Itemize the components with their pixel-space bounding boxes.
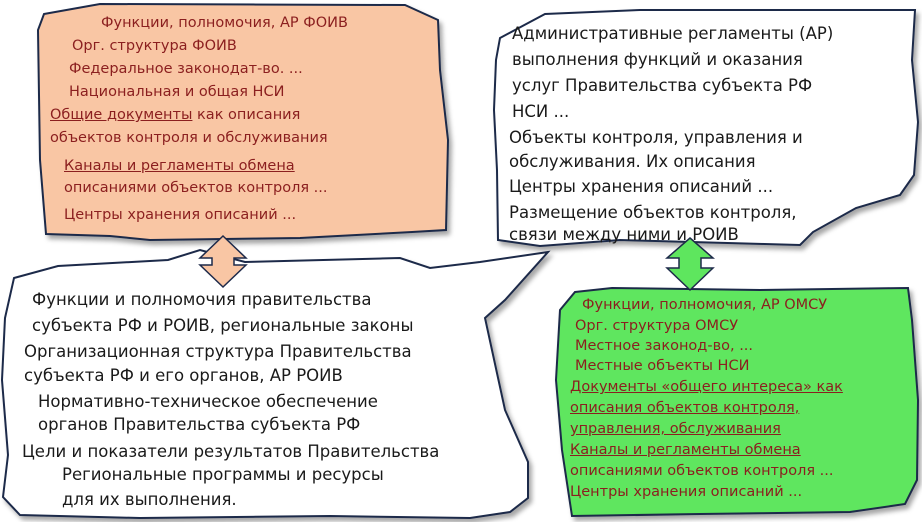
municipal-line: Функции, полномочия, АР ОМСУ (582, 297, 828, 313)
ar-line: Центры хранения описаний ... (509, 177, 774, 196)
municipal-underlined-line: Документы «общего интереса» как (570, 379, 843, 395)
federal-panel-shape (36, 2, 450, 242)
double-arrow-ar-municipal (664, 237, 716, 292)
regional-line: для их выполнения. (62, 490, 237, 509)
federal-line: Национальная и общая НСИ (69, 84, 285, 100)
regional-line: субъекта РФ и РОИВ, региональные законы (32, 316, 414, 335)
municipal-panel-shape (554, 286, 920, 518)
regional-line: Функции и полномочия правительства (32, 290, 372, 309)
federal-line: Общие документы как описания (50, 107, 301, 123)
regional-line: Нормативно-техническое обеспечение (38, 392, 378, 411)
municipal-underlined-line: управления, обслуживания (570, 421, 781, 437)
regional-line: Цели и показатели результатов Правительс… (22, 442, 440, 461)
federal-underlined-line: Каналы и регламенты обмена (64, 158, 295, 174)
federal-line: Центры хранения описаний ... (64, 207, 297, 223)
regional-line: Региональные программы и ресурсы (62, 465, 384, 484)
ar-line: выполнения функций и оказания (512, 50, 803, 69)
federal-line: объектов контроля и обслуживания (50, 130, 328, 146)
municipal-line: Местное законод-во, ... (575, 338, 754, 354)
municipal-underlined-line: Каналы и регламенты обмена (570, 442, 801, 458)
ar-line: Объекты контроля, управления и (509, 128, 803, 147)
federal-line: Орг. структура ФОИВ (72, 38, 237, 54)
federal-underlined-term: Общие документы (50, 107, 193, 123)
ar-line: НСИ ... (512, 102, 570, 121)
regional-panel-shape (0, 248, 551, 520)
ar-line: услуг Правительства субъекта РФ (512, 76, 813, 95)
municipal-line: Центры хранения описаний ... (570, 484, 803, 500)
municipal-line: описаниями объектов контроля ... (570, 463, 834, 479)
municipal-underlined-line: описания объектов контроля, (570, 400, 800, 416)
ar-line: обслуживания. Их описания (509, 152, 756, 171)
regional-line: субъекта РФ и его органов, АР РОИВ (24, 366, 343, 385)
federal-line: Функции, полномочия, АР ФОИВ (101, 15, 348, 31)
regional-line: органов Правительства субъекта РФ (38, 415, 361, 434)
municipal-line: Местные объекты НСИ (575, 358, 750, 374)
ar-panel-shape (492, 9, 920, 248)
regional-line: Организационная структура Правительства (24, 342, 412, 361)
ar-line: Размещение объектов контроля, (509, 203, 797, 222)
federal-line: Федеральное законодат-во. ... (69, 61, 303, 77)
ar-line: Административные регламенты (АР) (512, 24, 834, 43)
ar-line: связи между ними и РОИВ (509, 225, 739, 244)
municipal-line: Орг. структура ОМСУ (575, 318, 739, 334)
federal-line: описаниями объектов контроля ... (64, 180, 328, 196)
double-arrow-federal-regional (198, 234, 248, 289)
